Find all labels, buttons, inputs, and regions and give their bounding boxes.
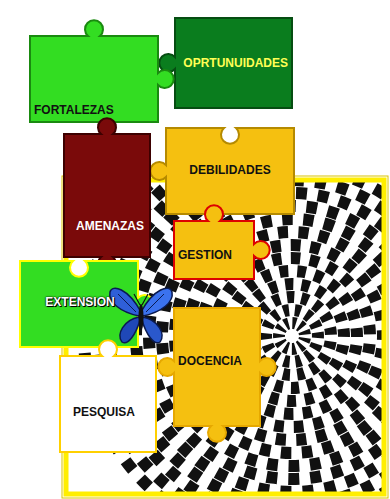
puzzle-piece: PESQUISA <box>44 340 172 468</box>
piece-shape <box>30 20 174 122</box>
piece-shape <box>20 261 154 347</box>
piece-label: GESTION <box>178 248 232 262</box>
spiral-ring <box>277 321 306 350</box>
piece-shape <box>60 340 156 452</box>
butterfly <box>106 282 176 348</box>
piece-outline <box>44 340 172 468</box>
piece-label: EXTENSION <box>45 295 114 309</box>
piece-label: FORTALEZAS <box>34 103 114 117</box>
piece-label: AMENAZAS <box>76 219 144 233</box>
piece-shape <box>158 308 275 442</box>
piece-shape <box>174 205 270 279</box>
piece-label: PESQUISA <box>73 405 135 419</box>
piece-label: OPRTUNUIDADES <box>183 56 288 70</box>
spiral-ring <box>145 189 384 483</box>
piece-label: DOCENCIA <box>178 354 242 368</box>
piece-label: DEBILIDADES <box>189 163 270 177</box>
puzzle-piece: DEBILIDADES <box>150 112 310 230</box>
puzzle-piece: FORTALEZAS <box>14 20 174 138</box>
puzzle-piece: GESTION <box>158 205 270 295</box>
spiral-ring <box>263 307 322 366</box>
puzzle-piece: AMENAZAS <box>48 118 166 273</box>
puzzle-piece: DOCENCIA <box>158 292 276 442</box>
piece-shape <box>159 18 292 108</box>
piece-shape <box>150 128 294 214</box>
puzzle-piece: OPRTUNUIDADES <box>159 2 308 124</box>
piece-outline <box>14 20 174 138</box>
spiral-ring <box>130 180 384 494</box>
piece-outline <box>48 118 166 273</box>
piece-shape <box>64 118 150 272</box>
